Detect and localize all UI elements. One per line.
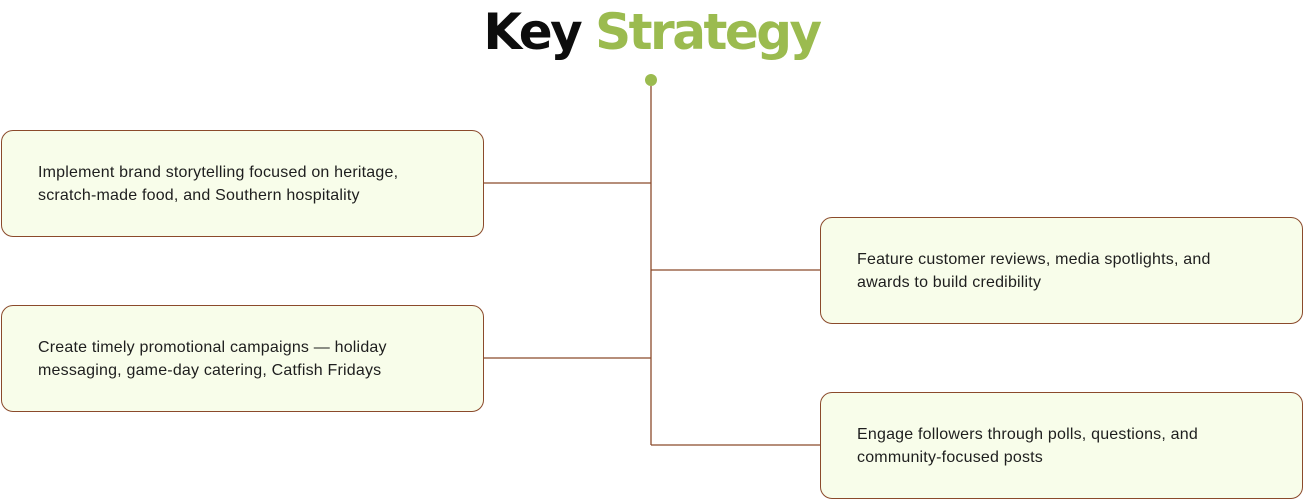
- trunk-root-dot: [645, 74, 657, 86]
- strategy-text-4: Engage followers through polls, question…: [857, 423, 1198, 469]
- title-word-strategy: Strategy: [595, 3, 822, 61]
- strategy-box-1: Implement brand storytelling focused on …: [1, 130, 484, 237]
- page-title: Key Strategy: [0, 0, 1303, 64]
- strategy-4-line-2: community-focused posts: [857, 448, 1044, 466]
- strategy-text-3: Feature customer reviews, media spotligh…: [857, 248, 1211, 294]
- strategy-4-line-1: Engage followers through polls, question…: [857, 425, 1198, 443]
- strategy-text-1: Implement brand storytelling focused on …: [38, 161, 398, 207]
- strategy-text-2: Create timely promotional campaigns — ho…: [38, 336, 387, 382]
- strategy-1-line-2: scratch-made food, and Southern hospital…: [38, 186, 360, 204]
- strategy-2-line-1: Create timely promotional campaigns — ho…: [38, 338, 387, 356]
- strategy-box-3: Feature customer reviews, media spotligh…: [820, 217, 1303, 324]
- strategy-box-2: Create timely promotional campaigns — ho…: [1, 305, 484, 412]
- strategy-3-line-1: Feature customer reviews, media spotligh…: [857, 250, 1211, 268]
- strategy-3-line-2: awards to build credibility: [857, 273, 1042, 291]
- strategy-1-line-1: Implement brand storytelling focused on …: [38, 163, 399, 181]
- strategy-box-4: Engage followers through polls, question…: [820, 392, 1303, 499]
- title-word-key: Key: [483, 3, 582, 61]
- strategy-2-line-2: messaging, game-day catering, Catfish Fr…: [38, 361, 382, 379]
